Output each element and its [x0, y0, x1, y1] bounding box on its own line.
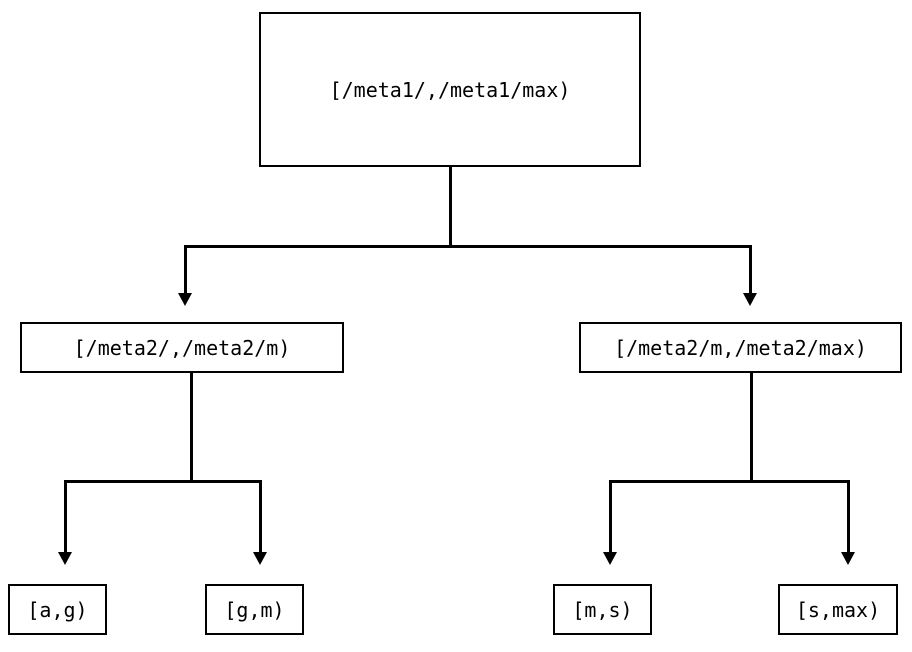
arrowhead-root-to-meta2-low [178, 293, 192, 306]
tree-node-meta2-low[interactable]: [/meta2/,/meta2/m) [20, 322, 344, 373]
edge-meta2-high-to-m-s-drop [609, 480, 612, 552]
arrowhead-meta2-high-to-s-max [841, 552, 855, 565]
edge-meta2-low-stem [190, 373, 193, 483]
edge-root-to-meta2-low-drop [184, 245, 187, 293]
edge-root-stem [449, 167, 452, 247]
edge-meta2-high-to-s-max-drop [847, 480, 850, 552]
tree-node-g-m-label: [g,m) [224, 597, 285, 622]
arrowhead-meta2-high-to-m-s [603, 552, 617, 565]
tree-node-a-g-label: [a,g) [27, 597, 88, 622]
tree-node-meta2-high[interactable]: [/meta2/m,/meta2/max) [579, 322, 902, 373]
arrowhead-meta2-low-to-a-g [58, 552, 72, 565]
tree-node-s-max[interactable]: [s,max) [778, 584, 898, 635]
edge-meta2-low-bar [64, 480, 262, 483]
edge-meta2-low-to-g-m-drop [259, 480, 262, 552]
tree-node-m-s[interactable]: [m,s) [553, 584, 652, 635]
edge-root-to-meta2-high-drop [749, 245, 752, 293]
tree-node-root-label: [/meta1/,/meta1/max) [329, 77, 571, 102]
arrowhead-meta2-low-to-g-m [253, 552, 267, 565]
edge-meta2-high-stem [750, 373, 753, 483]
tree-node-s-max-label: [s,max) [795, 597, 881, 622]
edge-meta2-low-to-a-g-drop [64, 480, 67, 552]
tree-node-meta2-low-label: [/meta2/,/meta2/m) [73, 335, 291, 360]
arrowhead-root-to-meta2-high [743, 293, 757, 306]
tree-node-m-s-label: [m,s) [572, 597, 633, 622]
edge-root-bar [184, 245, 752, 248]
tree-node-g-m[interactable]: [g,m) [205, 584, 304, 635]
edge-meta2-high-bar [609, 480, 850, 483]
tree-node-meta2-high-label: [/meta2/m,/meta2/max) [614, 335, 867, 360]
tree-node-root[interactable]: [/meta1/,/meta1/max) [259, 12, 641, 167]
tree-node-a-g[interactable]: [a,g) [8, 584, 107, 635]
